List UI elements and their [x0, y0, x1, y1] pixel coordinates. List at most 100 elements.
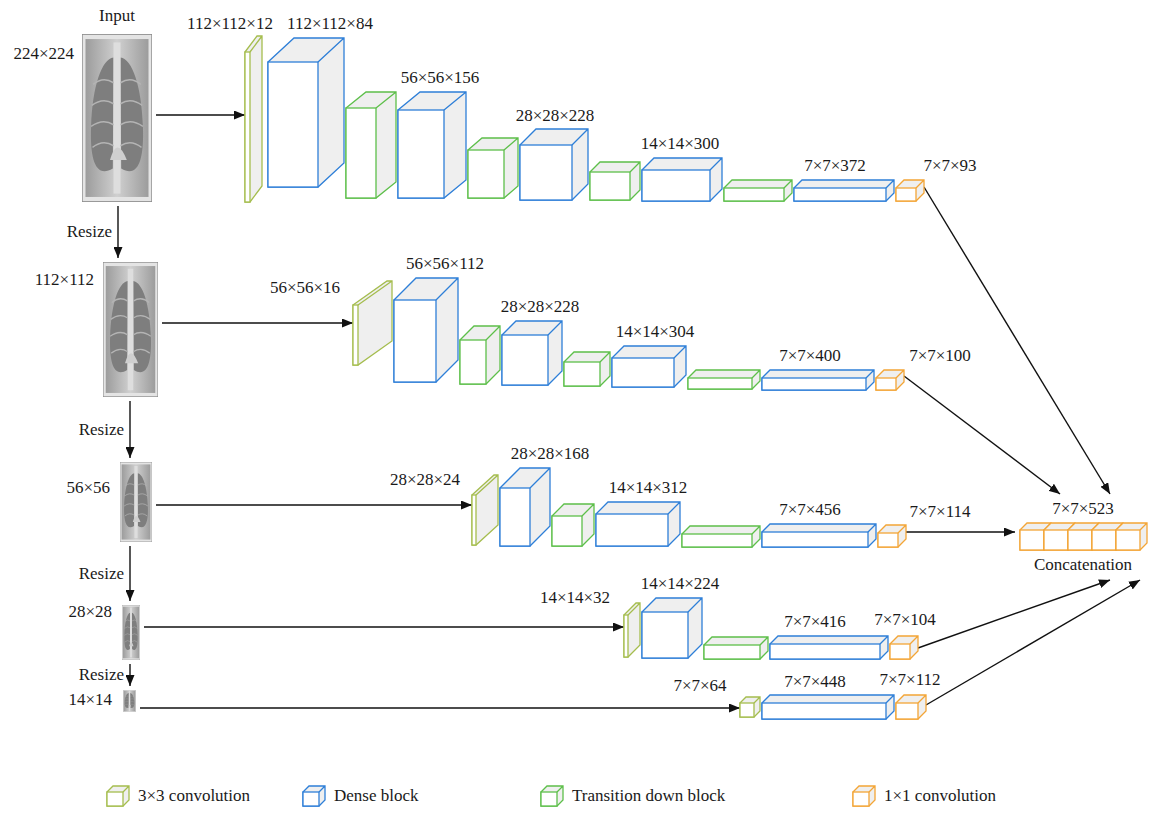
block-face	[642, 158, 722, 201]
block-shape	[876, 370, 904, 390]
dense-block: 56×56×156	[398, 92, 466, 198]
block-front	[704, 645, 760, 659]
legend-swatch	[302, 785, 326, 807]
block-shape	[245, 36, 262, 202]
conv3x3-block: 7×7×64	[740, 697, 760, 717]
arrow	[129, 546, 130, 601]
block-face	[762, 370, 874, 390]
block-shape	[502, 321, 562, 385]
block-face	[346, 92, 396, 198]
block-face	[245, 36, 262, 202]
transition-down-block	[346, 92, 396, 198]
block-face	[853, 786, 875, 806]
dimension-label: 14×14×224	[641, 574, 720, 594]
block-shape	[472, 475, 498, 545]
block-face	[878, 525, 906, 547]
dimension-label: 14×14×312	[609, 478, 688, 498]
block-shape	[794, 180, 894, 201]
block-shape	[770, 636, 888, 659]
arrow	[140, 707, 740, 708]
block-shape	[896, 180, 924, 201]
dimension-label: 7×7×523	[1052, 499, 1114, 519]
dimension-label: Concatenation	[1034, 555, 1132, 575]
block-face	[541, 786, 563, 806]
legend-text: 1×1 convolution	[884, 786, 996, 806]
dimension-label: 14×14×300	[641, 134, 720, 154]
dimension-label: 7×7×448	[784, 672, 846, 692]
block-face	[762, 524, 876, 547]
block-front	[1092, 530, 1116, 550]
block-shape	[520, 129, 588, 200]
input-image: 14×14	[119, 686, 140, 716]
conv1x1-block: 7×7×104	[890, 636, 918, 659]
block-face	[353, 281, 392, 365]
size-label: 224×224	[13, 44, 74, 64]
block-face	[590, 162, 640, 200]
dimension-label: 56×56×16	[270, 278, 340, 298]
block-face	[1116, 523, 1147, 550]
input-image: 28×28	[118, 601, 144, 664]
block-face	[740, 697, 760, 717]
block-face	[890, 636, 918, 659]
block-front	[762, 703, 886, 719]
block-front	[612, 358, 674, 387]
dimension-label: 7×7×456	[779, 500, 841, 520]
dense-block: 7×7×400	[762, 370, 874, 390]
block-front	[460, 340, 486, 384]
block-front	[762, 532, 868, 547]
block-face	[642, 598, 702, 658]
block-shape	[268, 38, 344, 187]
input-image: 112×112	[99, 258, 162, 401]
block-face	[896, 695, 926, 719]
dimension-label: 28×28×228	[501, 297, 580, 317]
legend-text: Dense block	[334, 786, 419, 806]
input-image: Input224×224	[78, 30, 156, 206]
block-shape	[642, 158, 722, 201]
block-front	[890, 644, 910, 659]
block-face	[394, 278, 458, 382]
dense-block: 14×14×224	[642, 598, 702, 658]
block-face	[268, 38, 344, 187]
block-face	[794, 180, 894, 201]
dimension-label: 28×28×168	[511, 444, 590, 464]
block-face	[624, 603, 640, 657]
block-front	[564, 362, 600, 386]
dimension-label: 14×14×32	[540, 588, 610, 608]
block-front	[472, 495, 476, 545]
conv1x1-block: 7×7×100	[876, 370, 904, 390]
transition-down-block	[724, 180, 792, 201]
block-shape	[762, 695, 894, 719]
conv3x3-block: 56×56×16	[353, 281, 392, 365]
dense-block: 28×28×168	[500, 468, 550, 546]
block-front	[590, 172, 630, 200]
dimension-label: 28×28×228	[516, 106, 595, 126]
block-face	[704, 637, 768, 659]
dimension-label: 7×7×93	[923, 156, 976, 176]
block-front	[896, 188, 916, 201]
block-front	[878, 533, 898, 547]
block-front	[624, 615, 628, 657]
transition-down-block	[590, 162, 640, 200]
conv1x1-block: 7×7×112	[896, 695, 926, 719]
block-front	[353, 305, 358, 365]
block-front	[642, 612, 688, 658]
dense-block: 14×14×304	[612, 346, 686, 387]
conv3x3-block: 112×112×12	[245, 36, 262, 202]
block-front	[1068, 530, 1092, 550]
block-face	[688, 370, 760, 389]
input-xray	[82, 34, 152, 202]
size-label: 112×112	[35, 270, 94, 290]
dimension-label: 28×28×24	[390, 470, 460, 490]
resized-xray	[122, 605, 140, 660]
dimension-label: 56×56×156	[401, 68, 480, 88]
block-front	[468, 150, 504, 198]
block-face	[564, 352, 610, 386]
block-front	[1116, 530, 1140, 550]
block-shape	[890, 636, 918, 659]
dense-block: 14×14×312	[596, 502, 680, 546]
block-front	[245, 52, 250, 202]
edge-label: Resize	[67, 222, 112, 242]
block-front	[724, 188, 784, 201]
block-face	[682, 526, 760, 547]
block-front	[740, 703, 754, 717]
